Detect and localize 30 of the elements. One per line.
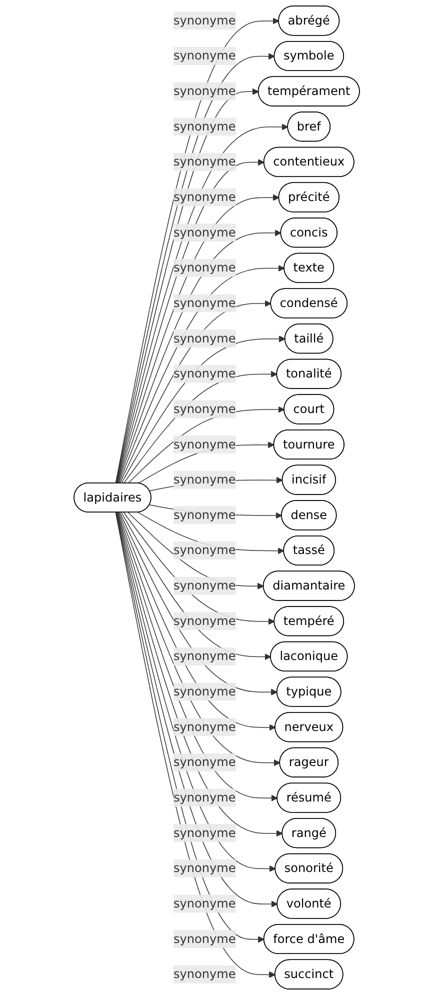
edge-label: synonyme: [173, 578, 236, 593]
edge-label: synonyme: [173, 790, 236, 804]
edge-label: synonyme: [173, 225, 236, 240]
edge-label: synonyme: [173, 614, 236, 628]
arrow: [128, 512, 264, 590]
edge-label: synonyme: [173, 331, 236, 346]
edge-label: synonyme: [173, 472, 236, 487]
arrow: [120, 512, 271, 660]
edge-label: synonyme: [173, 119, 236, 134]
edge-label: synonyme: [173, 966, 236, 982]
edge-label: synonyme: [173, 826, 236, 840]
edge-label: synonyme: [173, 84, 236, 98]
edge-label: synonyme: [173, 860, 236, 876]
edge-label: synonyme: [173, 508, 236, 522]
edge-label: synonyme: [173, 13, 236, 28]
edge-label: synonyme: [173, 154, 236, 169]
edge-label: synonyme: [173, 190, 236, 204]
edge-label: synonyme: [173, 402, 236, 416]
edge-label: synonyme: [173, 648, 236, 664]
edge-label: synonyme: [173, 542, 236, 558]
edge-label: synonyme: [173, 896, 236, 910]
edge-label: synonyme: [173, 931, 236, 946]
edge-label: synonyme: [173, 684, 236, 699]
edge-label: synonyme: [173, 260, 236, 275]
edge-label: synonyme: [173, 720, 236, 734]
edge-label: synonyme: [173, 48, 236, 63]
edge-label: synonyme: [173, 754, 236, 770]
edge-label: synonyme: [173, 366, 236, 381]
edge-label: synonyme: [173, 296, 236, 310]
edge-label: synonyme: [173, 437, 236, 452]
